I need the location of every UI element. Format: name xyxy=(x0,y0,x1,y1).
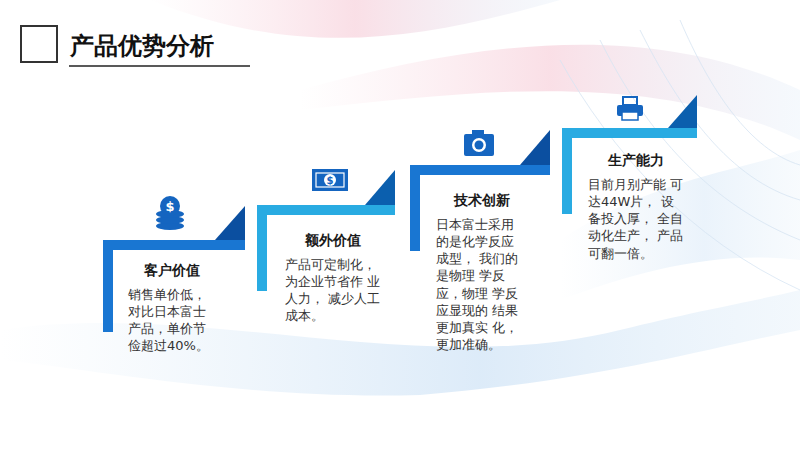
slide-title: 产品优势分析 xyxy=(70,30,214,62)
step-heading: 生产能力 xyxy=(588,152,684,170)
swoosh xyxy=(0,290,800,396)
bill-icon: $ xyxy=(312,169,348,191)
step-description: 日本富士采用 的是化学反应 成型， 我们的是物理 学反应，物理 学反应显现的 结… xyxy=(436,216,528,353)
advantage-step: 客户价值销售单价低， 对比日本富士 产品，单价节 俭超过40%。 xyxy=(128,262,216,355)
title-underline xyxy=(69,65,250,67)
step-bar xyxy=(257,205,267,291)
step-bar xyxy=(562,128,697,138)
title-square xyxy=(21,26,57,62)
advantage-step: 生产能力目前月别产能 可达44W片， 设备投入厚， 全自动化生产， 产品可翻一倍… xyxy=(588,152,684,262)
grid-line xyxy=(640,30,800,200)
svg-text:$: $ xyxy=(165,199,174,214)
grid-line xyxy=(680,20,800,165)
step-heading: 额外价值 xyxy=(285,232,381,250)
step-bar xyxy=(410,165,550,175)
step-bar xyxy=(257,205,395,215)
coins-icon: $ xyxy=(156,196,184,230)
advantage-step: 技术创新日本富士采用 的是化学反应 成型， 我们的是物理 学反应，物理 学反应显… xyxy=(436,192,528,353)
swoosh xyxy=(560,150,800,300)
printer-icon xyxy=(617,97,643,120)
step-description: 销售单价低， 对比日本富士 产品，单价节 俭超过40%。 xyxy=(128,286,216,355)
advantage-step: 额外价值产品可定制化， 为企业节省作 业人力， 减少人工成本。 xyxy=(285,232,381,325)
camera-icon xyxy=(464,130,494,156)
step-bar xyxy=(562,128,572,214)
svg-text:$: $ xyxy=(327,175,334,186)
step-wedge xyxy=(520,130,550,165)
step-bar xyxy=(410,165,420,251)
step-heading: 客户价值 xyxy=(128,262,216,280)
step-wedge xyxy=(215,206,245,240)
step-description: 目前月别产能 可达44W片， 设备投入厚， 全自动化生产， 产品可翻一倍。 xyxy=(588,176,684,262)
step-wedge xyxy=(668,95,697,128)
step-bar xyxy=(103,240,113,332)
grid-line xyxy=(560,60,800,290)
step-wedge xyxy=(365,170,395,205)
swoosh xyxy=(300,45,800,140)
step-description: 产品可定制化， 为企业节省作 业人力， 减少人工成本。 xyxy=(285,256,381,325)
step-heading: 技术创新 xyxy=(436,192,528,210)
step-bar xyxy=(103,240,245,250)
grid-line xyxy=(600,40,800,240)
